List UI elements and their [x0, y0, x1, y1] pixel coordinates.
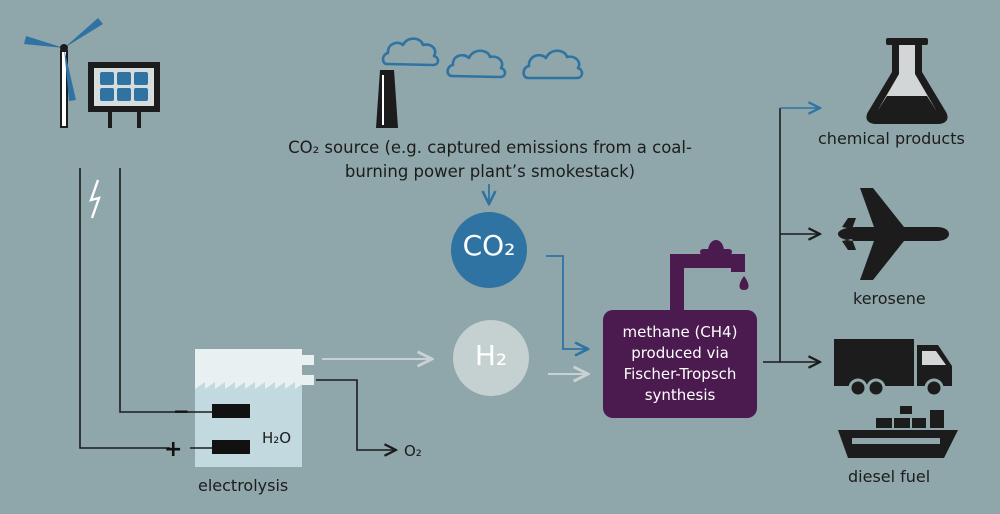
kerosene-label: kerosene: [853, 289, 926, 308]
co2-circle: [451, 212, 527, 288]
flask-icon: [866, 38, 948, 124]
h2-circle: [453, 320, 529, 396]
electrolysis-label: electrolysis: [198, 476, 289, 495]
co2-circle-label: CO₂: [462, 229, 516, 262]
output-branches: [763, 108, 820, 362]
smokestack-icon: [376, 70, 398, 128]
electrolysis-tank: [195, 349, 314, 467]
faucet-icon: [670, 240, 749, 312]
truck-icon: [834, 339, 952, 398]
ship-icon: [838, 406, 958, 458]
methane-label: methane (CH4) produced via Fischer-Trops…: [622, 323, 738, 404]
co2-source-label: CO₂ source (e.g. captured emissions from…: [288, 138, 692, 181]
power-wires: [79, 168, 170, 449]
methane-box: methane (CH4) produced via Fischer-Trops…: [603, 310, 757, 418]
chemical-products-label: chemical products: [818, 129, 965, 148]
cloud-icon: [381, 37, 584, 80]
plus-sign: +: [164, 437, 182, 462]
water-label: H₂O: [262, 429, 292, 447]
h2-circle-label: H₂: [474, 339, 508, 372]
minus-sign: −: [173, 399, 190, 423]
airplane-icon: [838, 188, 949, 280]
co2-to-methane-arrow: [546, 255, 588, 349]
oxygen-label: O₂: [404, 442, 422, 460]
lightning-bolt-icon: [89, 179, 101, 219]
oxygen-arrow: [316, 379, 396, 450]
wind-turbine-icon: [24, 18, 103, 128]
diesel-fuel-label: diesel fuel: [848, 467, 931, 486]
solar-panel-icon: [88, 62, 160, 128]
